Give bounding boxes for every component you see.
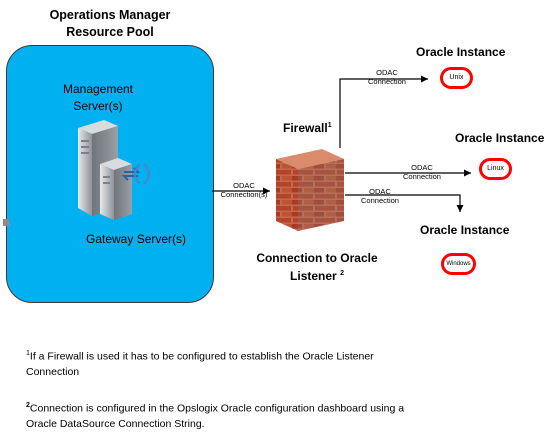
firewall-text: Firewall (283, 121, 328, 135)
footnote-1-text: If a Firewall is used it has to be confi… (26, 350, 374, 378)
oracle-instance-unix-title: Oracle Instance (416, 45, 506, 59)
arrow-to-unix (339, 75, 428, 148)
listener-line1: Connection to Oracle (256, 251, 378, 265)
connection-label: Connection(s) (220, 190, 268, 199)
management-server-label: Management Server(s) (62, 82, 134, 113)
footnote-2-text: Connection is configured in the Opslogix… (26, 402, 405, 430)
oracle-instance-windows[interactable]: Windows (441, 253, 476, 275)
pool-title-line2: Resource Pool (66, 25, 154, 39)
connection-label: Connection (368, 77, 406, 86)
oracle-instance-linux-title: Oracle Instance (455, 131, 545, 145)
odac-unix-label: ODAC Connection (362, 68, 412, 86)
firewall-label: Firewall1 (283, 121, 332, 135)
odac-label: ODAC (376, 68, 398, 77)
pool-title: Operations Manager Resource Pool (40, 7, 180, 41)
odac-label: ODAC (233, 181, 255, 190)
footnote-1: 1If a Firewall is used it has to be conf… (26, 346, 426, 380)
pool-title-line1: Operations Manager (49, 8, 171, 22)
connection-label: Connection (361, 196, 399, 205)
connection-label: Connection (403, 172, 441, 181)
listener-footnote-mark: 2 (340, 270, 344, 277)
firewall-icon (276, 149, 344, 231)
odac-label: ODAC (369, 187, 391, 196)
odac-windows-label: ODAC Connection (355, 187, 405, 205)
oracle-instance-unix[interactable]: Unix (440, 67, 473, 89)
oracle-instance-windows-title: Oracle Instance (420, 223, 510, 237)
odac-connections-label: ODAC Connection(s) (218, 181, 270, 199)
oracle-instance-linux[interactable]: Linux (479, 158, 512, 180)
gateway-server-label: Gateway Server(s) (86, 232, 187, 246)
arrow-to-windows (345, 194, 464, 212)
odac-linux-label: ODAC Connection (397, 163, 447, 181)
resize-handle[interactable] (3, 219, 9, 226)
listener-label: Connection to Oracle Listener 2 (252, 250, 382, 284)
listener-line2: Listener (290, 269, 337, 283)
footnote-2: 2Connection is configured in the Opslogi… (26, 398, 426, 432)
footnote-2-mark: 2 (26, 402, 30, 409)
server-icon (78, 120, 150, 220)
firewall-footnote-mark: 1 (327, 122, 332, 129)
odac-label: ODAC (411, 163, 433, 172)
footnote-1-mark: 1 (26, 350, 30, 357)
